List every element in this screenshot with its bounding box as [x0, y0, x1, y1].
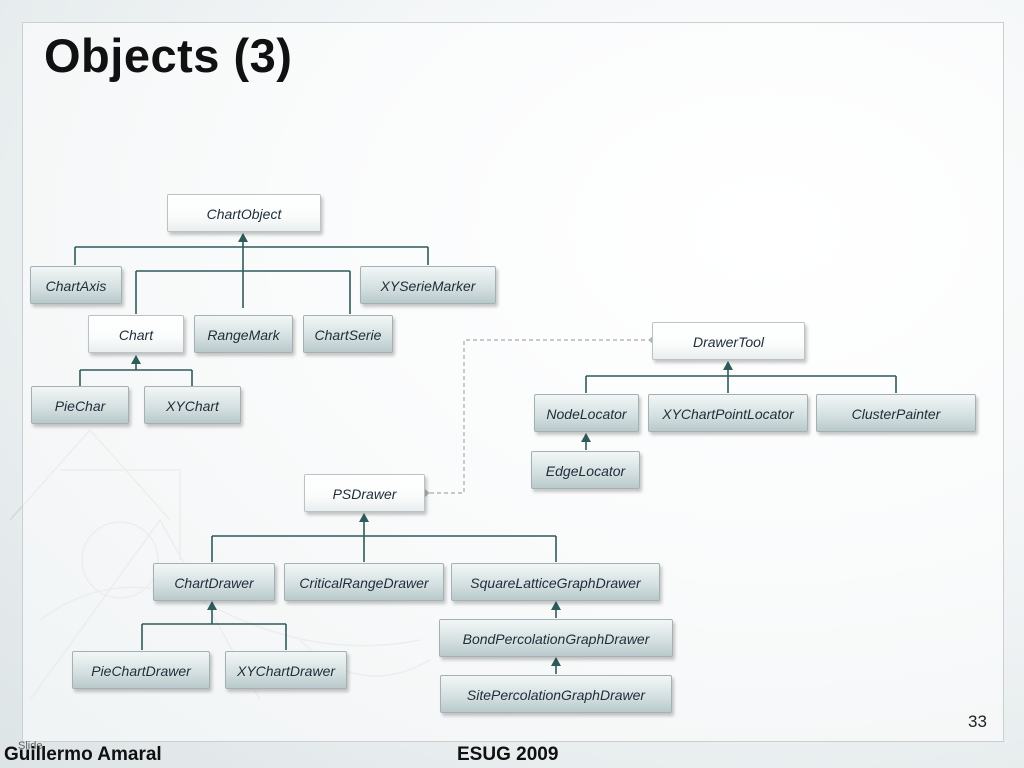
class-chartserie: ChartSerie	[303, 315, 393, 353]
edge-chart-children	[79, 355, 193, 386]
class-clusterpainter: ClusterPainter	[816, 394, 976, 432]
edge-psdrawer-children	[211, 513, 557, 562]
class-rangemark: RangeMark	[194, 315, 293, 353]
edge-drawertool-children	[585, 361, 897, 393]
footer-overlay-text: Slide	[18, 740, 43, 752]
class-drawertool: DrawerTool	[652, 322, 805, 360]
class-bondpercolationgraphdrawer: BondPercolationGraphDrawer	[439, 619, 673, 657]
edge-chartdrawer-children	[141, 601, 287, 650]
footer-author: Guillermo Amaral	[4, 744, 162, 765]
class-squarelatticegraphdrawer: SquareLatticeGraphDrawer	[451, 563, 660, 601]
slide-title: Objects (3)	[44, 29, 293, 82]
class-sitepercolationgraphdrawer: SitePercolationGraphDrawer	[440, 675, 672, 713]
class-chartaxis: ChartAxis	[30, 266, 122, 304]
class-criticalrangedrawer: CriticalRangeDrawer	[284, 563, 444, 601]
class-xyseriemarker: XYSerieMarker	[360, 266, 496, 304]
class-chartdrawer: ChartDrawer	[153, 563, 275, 601]
class-edgelocator: EdgeLocator	[531, 451, 640, 489]
class-xychart: XYChart	[144, 386, 241, 424]
class-chartobject: ChartObject	[167, 194, 321, 232]
class-psdrawer: PSDrawer	[304, 474, 425, 512]
edge-chartobject-children	[74, 233, 429, 314]
class-piechartdrawer: PieChartDrawer	[72, 651, 210, 689]
edge-percolation-chain	[551, 601, 561, 674]
class-xychartpointlocator: XYChartPointLocator	[648, 394, 808, 432]
class-chart: Chart	[88, 315, 184, 353]
footer-event: ESUG 2009	[457, 744, 559, 765]
class-xychartdrawer: XYChartDrawer	[225, 651, 347, 689]
edge-nodelocator-edgelocator	[581, 433, 591, 450]
page-number: 33	[968, 712, 987, 731]
class-nodelocator: NodeLocator	[534, 394, 639, 432]
class-piechar: PieChar	[31, 386, 129, 424]
association-psdrawer-drawertool	[430, 339, 648, 494]
